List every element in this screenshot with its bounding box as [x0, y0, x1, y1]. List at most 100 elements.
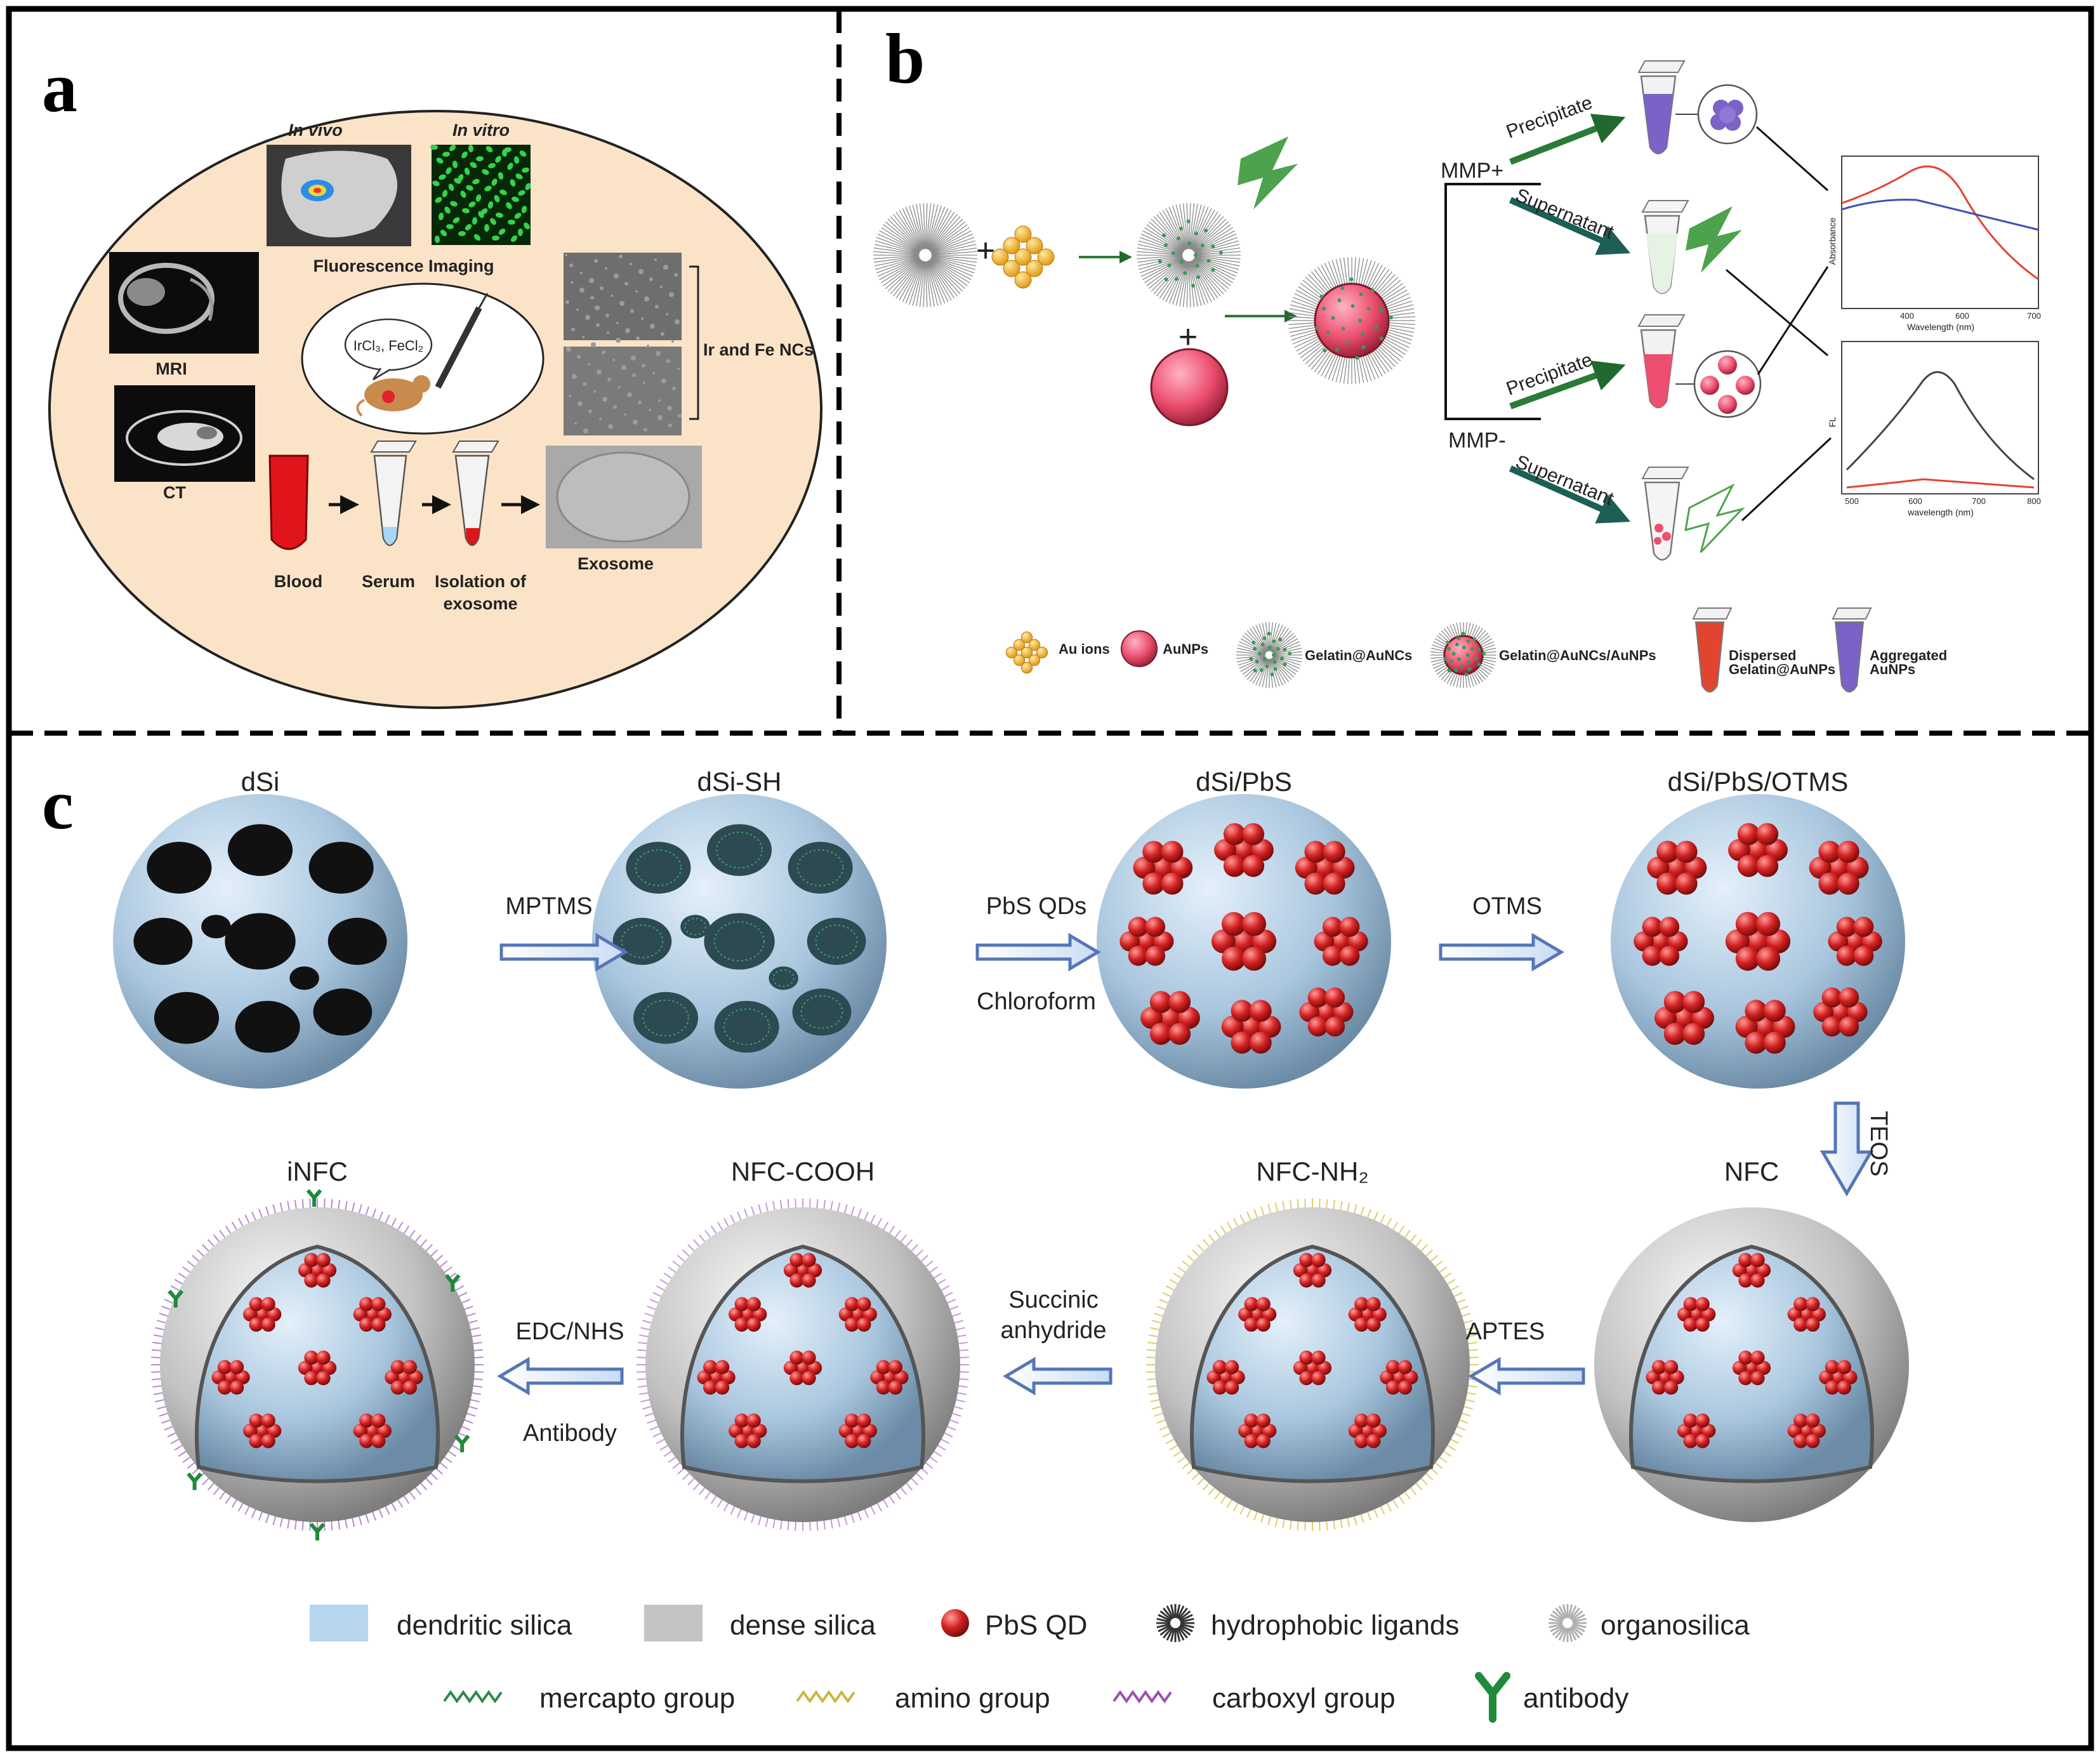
isolation-workflow: [268, 441, 702, 550]
supernatant-arrow-1: [1509, 197, 1631, 255]
supernatant-label-2: Supernatant: [1512, 451, 1617, 510]
nfc-cooh-label: NFC-COOH: [731, 1157, 875, 1186]
au-ions-cluster: [991, 225, 1055, 289]
ct-image: [114, 385, 255, 482]
edc-nhs-arrow: [497, 1356, 624, 1396]
succinic-arrow: [1003, 1356, 1113, 1396]
legend-qd-icon: [941, 1609, 969, 1637]
mri-label: MRI: [155, 359, 187, 378]
plus-sign: +: [976, 232, 995, 269]
edc-nhs-label: EDC/NHS: [515, 1318, 624, 1345]
wavelength-axis-label-2: wavelength (nm): [1907, 507, 1974, 517]
teos-label: TEOS: [1865, 1111, 1892, 1176]
amino-group-icon: [796, 1690, 855, 1704]
blood-tube-icon: [268, 454, 309, 550]
tube-empty: [1641, 467, 1689, 561]
panel-c-legend: dendritic silica dense silica PbS QD hyd…: [310, 1604, 1750, 1723]
fl-tick-1: 500: [1845, 496, 1859, 506]
nfc-nh2-sphere: [1146, 1198, 1479, 1531]
dsi-pbs-label: dSi/PbS: [1196, 767, 1292, 797]
gelatin-micelle: [873, 203, 977, 307]
dsi-sphere: [113, 794, 407, 1089]
fluorescence-graph: FL 500 600 700 800 wavelength (nm): [1827, 341, 2041, 517]
infc-label: iNFC: [287, 1157, 348, 1186]
tube-green: [1641, 200, 1689, 295]
teos-arrow: [1819, 1101, 1874, 1197]
in-vitro-label: In vitro: [452, 121, 510, 140]
aptes-label: APTES: [1466, 1318, 1545, 1345]
legend-dense: dense silica: [730, 1610, 876, 1641]
aptes-arrow: [1468, 1356, 1585, 1396]
carboxyl-group-icon: [1113, 1690, 1172, 1704]
panel-b-legend: Au ions AuNPs Gelatin@AuNCs Gelatin@AuNC…: [1005, 607, 1947, 693]
syringe-icon: [435, 306, 482, 389]
mptms-arrow: [499, 932, 628, 972]
absorbance-axis-label: Absorbance: [1827, 217, 1837, 265]
in-vivo-image: [267, 145, 411, 246]
branch-bracket: [1444, 183, 1541, 420]
otms-arrow: [1439, 932, 1564, 972]
fl-tick-2: 600: [1908, 496, 1922, 506]
otms-label: OTMS: [1472, 893, 1542, 920]
dsi-sh-label: dSi-SH: [697, 767, 781, 797]
fluorescence-bolt-icon: [1238, 136, 1298, 209]
fl-black-curve: [1846, 371, 2035, 481]
serum-label: Serum: [362, 572, 415, 591]
succinic-label-2: anhydride: [1001, 1317, 1107, 1344]
legend-dispersed-2: Gelatin@AuNPs: [1729, 661, 1835, 677]
legend-amino: amino group: [895, 1683, 1050, 1714]
supernatant-label-1: Supernatant: [1512, 185, 1617, 243]
legend-pbs-qd: PbS QD: [985, 1610, 1087, 1641]
nfc-sphere: [1594, 1207, 1909, 1522]
isolation-label-line2: exosome: [443, 594, 517, 613]
antibody-step-label: Antibody: [523, 1420, 617, 1447]
mmp-plus-label: MMP+: [1441, 159, 1503, 183]
dispersed-zoom: [1693, 350, 1762, 418]
gelatin-auncs-micelle: [1137, 203, 1241, 307]
legend-mercapto: mercapto group: [539, 1683, 735, 1714]
chloroform-label: Chloroform: [977, 988, 1096, 1015]
reagents-label: IrCl₃, FeCl₂: [353, 338, 423, 354]
injection-illustration: IrCl₃, FeCl₂: [301, 282, 545, 435]
abs-tick-1: 400: [1900, 311, 1914, 321]
abs-tick-3: 700: [2027, 311, 2041, 321]
legend-gelatin-auncs-aunps: Gelatin@AuNCs/AuNPs: [1499, 647, 1656, 663]
panel-c-label: c: [42, 766, 74, 844]
legend-gelatin-auncs: Gelatin@AuNCs: [1305, 647, 1412, 663]
panel-c: c dSi dSi-SH dSi/PbS dSi/PbS/OTMS MPTMS …: [42, 766, 1909, 1723]
aggregated-aunps: [1710, 100, 1743, 131]
legend-carboxyl: carboxyl group: [1212, 1683, 1396, 1714]
fluorescence-bolt-2-icon: [1686, 206, 1742, 273]
dsi-pbs-otms-sphere: [1611, 794, 1905, 1089]
legend-dispersed-1: Dispersed: [1729, 647, 1796, 663]
aunp-sphere: [1150, 348, 1229, 427]
precipitate-arrow-2: [1509, 361, 1626, 409]
connector-lines: [1726, 126, 1832, 522]
panel-a: a In vivo In vitro Fluorescence Imaging …: [42, 48, 822, 709]
mercapto-group-icon: [443, 1690, 503, 1704]
mri-image: [109, 252, 259, 354]
in-vitro-image: [430, 144, 531, 245]
hydrophobic-ligand-icon: [1156, 1604, 1194, 1642]
exosome-tube-icon: [454, 454, 490, 547]
succinic-label-1: Succinic: [1008, 1287, 1099, 1313]
isolation-label-line1: Isolation of: [435, 572, 527, 591]
pbs-qds-label: PbS QDs: [986, 893, 1086, 920]
serum-tube-icon: [373, 454, 407, 547]
figure-border: [6, 6, 2094, 1751]
dispersed-particles: [1700, 355, 1755, 414]
gelatin-auncs-aunps-micelle: [1288, 257, 1415, 384]
nfc-cooh-sphere: [637, 1198, 969, 1531]
exosome-label: Exosome: [578, 554, 654, 573]
fl-axis-label: FL: [1827, 417, 1837, 428]
organosilica-icon: [1549, 1604, 1587, 1642]
legend-organosilica: organosilica: [1601, 1610, 1750, 1641]
dsi-sh-sphere: [592, 794, 887, 1089]
nfc-label: NFC: [1724, 1157, 1779, 1186]
weak-bolt-icon: [1684, 483, 1745, 554]
tube-pink: [1637, 314, 1686, 409]
dsi-pbs-otms-label: dSi/PbS/OTMS: [1668, 767, 1849, 797]
legend-aggregated-1: Aggregated: [1870, 647, 1947, 663]
fluorescence-imaging-label: Fluorescence Imaging: [313, 256, 494, 275]
infc-sphere: [151, 1189, 484, 1541]
